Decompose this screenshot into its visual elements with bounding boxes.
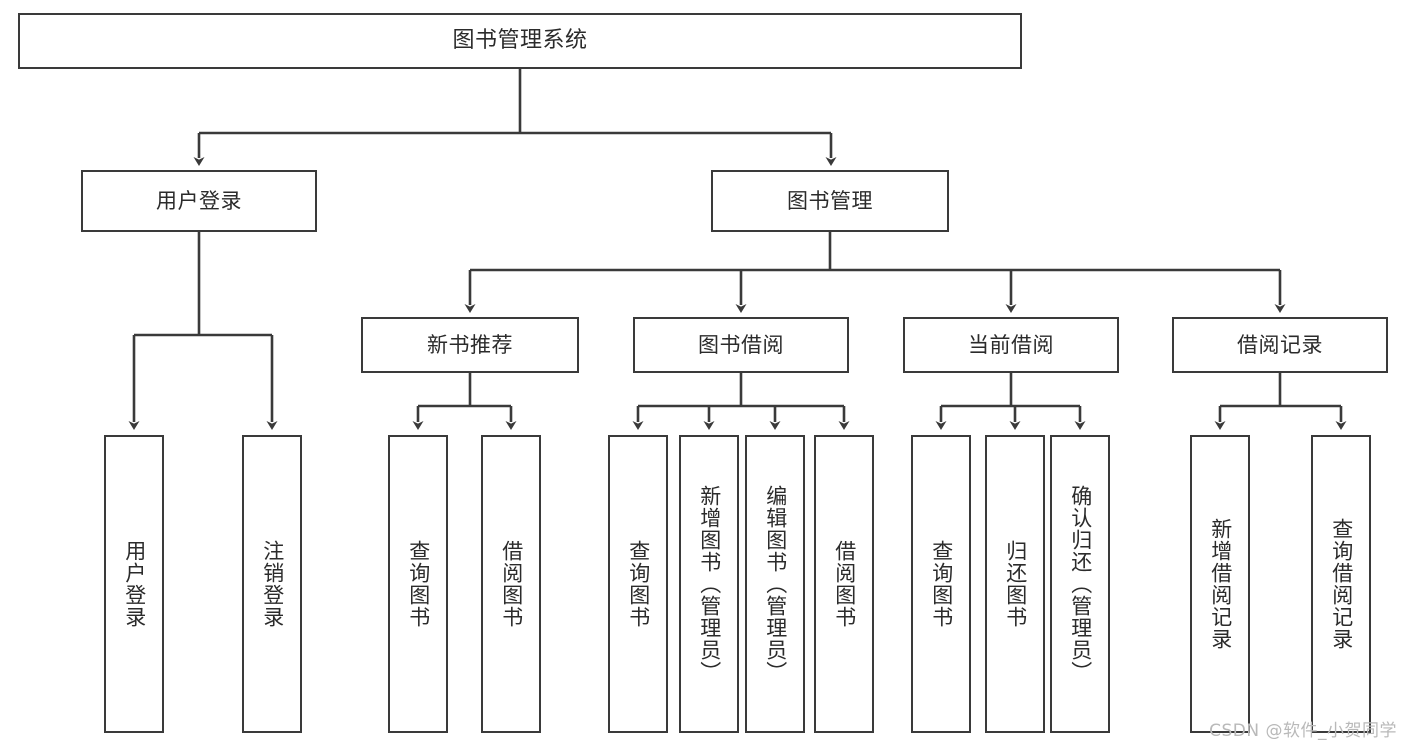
node-user-login[interactable]: 用户登录 (81, 170, 317, 232)
node-leaf-query-record[interactable]: 查询借阅记录 (1311, 435, 1371, 733)
node-leaf-borrow-book-2[interactable]: 借阅图书 (814, 435, 874, 733)
node-leaf-query-book-1[interactable]: 查询图书 (388, 435, 448, 733)
node-leaf-edit-book[interactable]: 编辑图书（管理员） (745, 435, 805, 733)
node-leaf-return-book[interactable]: 归还图书 (985, 435, 1045, 733)
node-book-borrow-label: 图书借阅 (698, 332, 784, 357)
node-book-borrow[interactable]: 图书借阅 (633, 317, 849, 373)
node-leaf-add-record-label: 新增借阅记录 (1208, 518, 1233, 650)
node-leaf-return-book-label: 归还图书 (1003, 540, 1028, 628)
node-new-book-rec[interactable]: 新书推荐 (361, 317, 579, 373)
node-leaf-query-book-3[interactable]: 查询图书 (911, 435, 971, 733)
node-leaf-user-login-label: 用户登录 (122, 540, 147, 628)
node-leaf-add-book-label: 新增图书（管理员） (697, 485, 722, 683)
node-leaf-query-book-3-label: 查询图书 (929, 540, 954, 628)
node-leaf-confirm-return[interactable]: 确认归还（管理员） (1050, 435, 1110, 733)
node-leaf-borrow-book-1-label: 借阅图书 (499, 540, 524, 628)
node-leaf-user-login[interactable]: 用户登录 (104, 435, 164, 733)
node-leaf-add-record[interactable]: 新增借阅记录 (1190, 435, 1250, 733)
node-leaf-add-book[interactable]: 新增图书（管理员） (679, 435, 739, 733)
node-leaf-query-book-1-label: 查询图书 (406, 540, 431, 628)
node-leaf-borrow-book-1[interactable]: 借阅图书 (481, 435, 541, 733)
node-leaf-query-book-2[interactable]: 查询图书 (608, 435, 668, 733)
node-new-book-rec-label: 新书推荐 (427, 332, 513, 357)
node-root[interactable]: 图书管理系统 (18, 13, 1022, 69)
node-leaf-edit-book-label: 编辑图书（管理员） (763, 485, 788, 683)
node-leaf-borrow-book-2-label: 借阅图书 (832, 540, 857, 628)
node-leaf-query-record-label: 查询借阅记录 (1329, 518, 1354, 650)
node-current-borrow-label: 当前借阅 (968, 332, 1054, 357)
node-book-manage[interactable]: 图书管理 (711, 170, 949, 232)
node-root-label: 图书管理系统 (452, 28, 588, 54)
watermark: CSDN @软件_小贺同学 (1209, 721, 1397, 741)
node-current-borrow[interactable]: 当前借阅 (903, 317, 1119, 373)
node-leaf-query-book-2-label: 查询图书 (626, 540, 651, 628)
node-leaf-logout[interactable]: 注销登录 (242, 435, 302, 733)
node-leaf-logout-label: 注销登录 (260, 540, 285, 628)
node-borrow-record-label: 借阅记录 (1237, 332, 1323, 357)
node-leaf-confirm-return-label: 确认归还（管理员） (1068, 485, 1093, 683)
node-user-login-label: 用户登录 (156, 188, 242, 213)
node-book-manage-label: 图书管理 (787, 188, 873, 213)
node-borrow-record[interactable]: 借阅记录 (1172, 317, 1388, 373)
